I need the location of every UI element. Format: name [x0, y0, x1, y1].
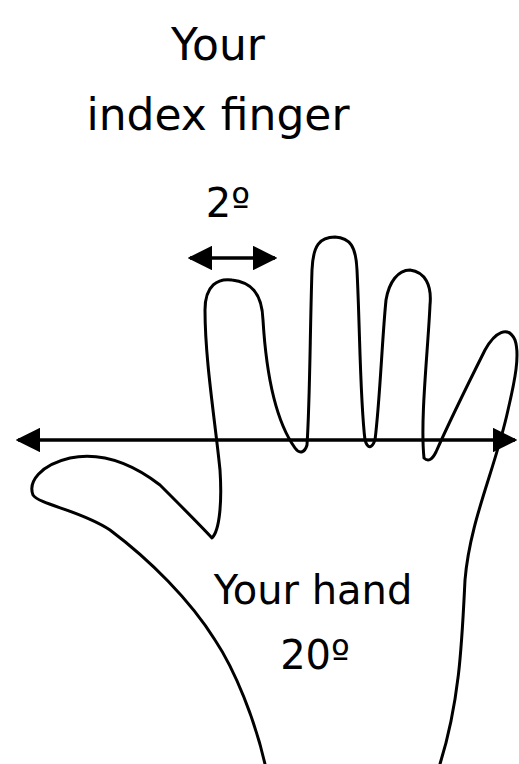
hand-label-text: Your hand [214, 567, 413, 613]
hand-angle-text: 20º [280, 632, 350, 678]
wrap-spacer [318, 10, 378, 70]
hand-width-arrow [18, 438, 515, 442]
hand-label: Your hand [163, 555, 463, 625]
finger-angle: 2º [148, 168, 308, 238]
finger-label-text: Your index finger [86, 19, 349, 140]
hand-angle: 20º [235, 620, 395, 690]
finger-width-arrow [190, 256, 275, 260]
wrap-spacer [58, 10, 118, 70]
hand-outline [32, 237, 517, 764]
finger-angle-text: 2º [206, 180, 250, 226]
finger-label: Your index finger [58, 10, 378, 150]
